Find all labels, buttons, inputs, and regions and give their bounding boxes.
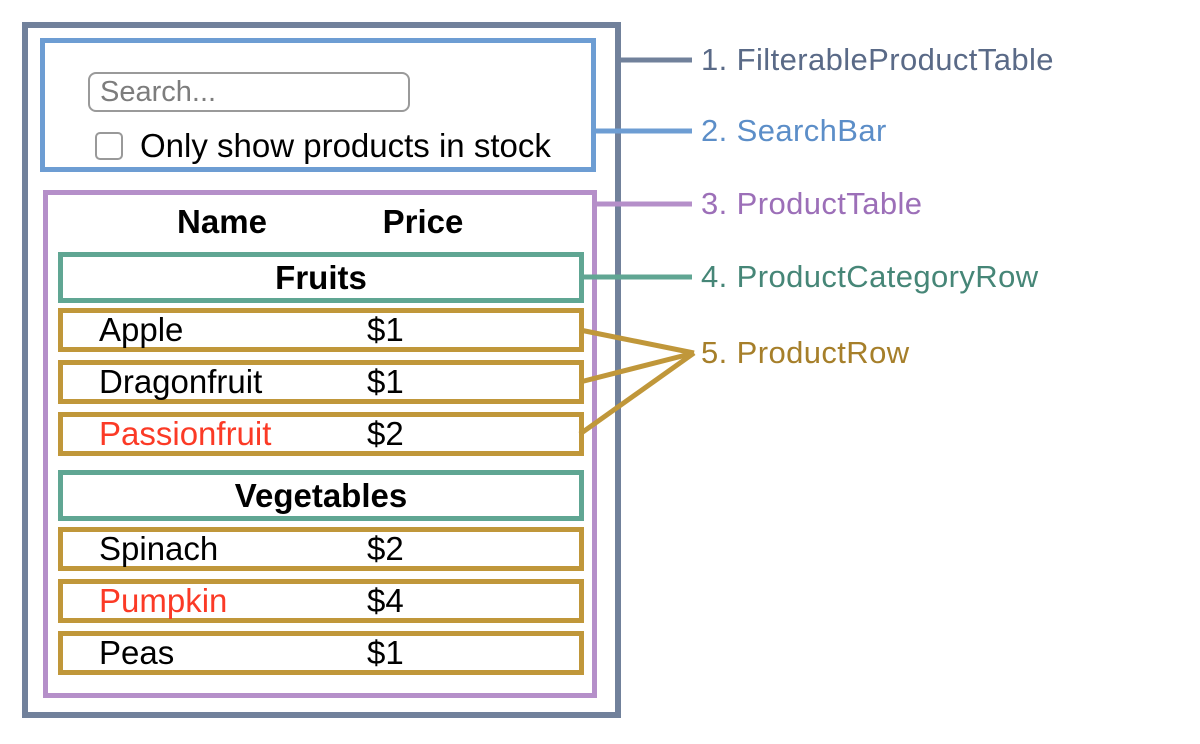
column-header-name: Name (177, 203, 267, 240)
product-row-spinach: Spinach $2 (58, 527, 584, 571)
legend-filterable-product-table: 1.FilterableProductTable (701, 42, 1054, 77)
in-stock-filter-row: Only show products in stock (95, 127, 551, 164)
column-header-price: Price (382, 203, 464, 240)
in-stock-checkbox[interactable] (95, 132, 123, 160)
product-price: $4 (367, 582, 404, 619)
legend-search-bar: 2.SearchBar (701, 113, 887, 148)
product-row-passionfruit: Passionfruit $2 (58, 412, 584, 456)
product-name: Apple (99, 311, 184, 348)
product-price: $1 (367, 634, 404, 671)
product-row-apple: Apple $1 (58, 308, 584, 352)
product-name: Spinach (99, 530, 219, 567)
in-stock-checkbox-label: Only show products in stock (140, 127, 551, 164)
product-price: $1 (367, 311, 404, 348)
product-name-out-of-stock: Pumpkin (99, 582, 228, 619)
product-name: Dragonfruit (99, 363, 263, 400)
product-price: $2 (367, 530, 404, 567)
product-price: $2 (367, 415, 404, 452)
category-label: Vegetables (234, 476, 408, 514)
category-row-vegetables: Vegetables (58, 470, 584, 521)
search-input[interactable] (88, 72, 410, 112)
category-label: Fruits (275, 258, 367, 296)
product-row-peas: Peas $1 (58, 631, 584, 675)
legend-product-category-row: 4.ProductCategoryRow (701, 259, 1039, 294)
product-name: Peas (99, 634, 175, 671)
legend-product-table: 3.ProductTable (701, 186, 923, 221)
product-name-out-of-stock: Passionfruit (99, 415, 272, 452)
product-price: $1 (367, 363, 404, 400)
category-row-fruits: Fruits (58, 252, 584, 303)
product-row-pumpkin: Pumpkin $4 (58, 579, 584, 623)
product-row-dragonfruit: Dragonfruit $1 (58, 360, 584, 404)
legend-product-row: 5.ProductRow (701, 335, 910, 370)
